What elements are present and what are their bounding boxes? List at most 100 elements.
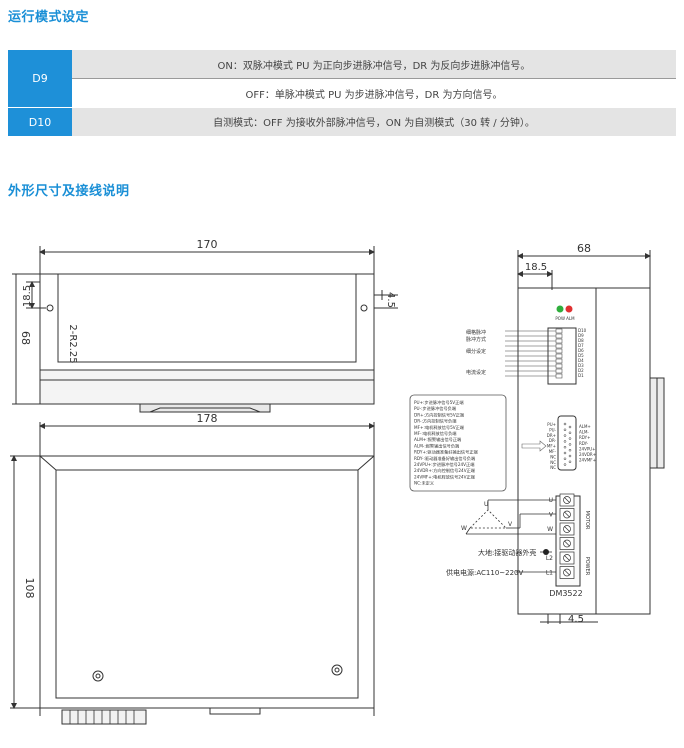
terminal-screw bbox=[563, 496, 571, 504]
table-row: D9 ON：双脉冲模式 PU 为正向步进脉冲信号，DR 为反向步进脉冲信号。 bbox=[8, 50, 676, 108]
dim-height-68-left: 68 bbox=[19, 331, 32, 345]
db15-pin-label: PU- bbox=[549, 427, 556, 432]
dim-height-108: 108 bbox=[23, 578, 36, 599]
dip-switch-table: D9 ON：双脉冲模式 PU 为正向步进脉冲信号，DR 为反向步进脉冲信号。 O… bbox=[8, 50, 676, 136]
terminal-label: V bbox=[549, 512, 554, 519]
dip-switch bbox=[555, 363, 563, 369]
dip-switch-label: D7 bbox=[578, 343, 584, 348]
terminal-screw-slot bbox=[564, 526, 570, 532]
signal-description-box bbox=[409, 394, 507, 492]
db15-pin bbox=[563, 463, 567, 466]
dimension-drawing: 170 18.5 4.5 2-R2.25 68 178 108 bbox=[10, 238, 665, 725]
db15-pin bbox=[568, 454, 572, 458]
terminal-label: W bbox=[547, 526, 553, 533]
dim-4-5-top: 4.5 bbox=[385, 292, 396, 308]
terminal-screw-slot bbox=[564, 511, 570, 518]
dip-switch bbox=[555, 368, 563, 374]
dip-switch bbox=[555, 348, 563, 354]
terminal-label: L2 bbox=[546, 555, 553, 562]
dim-depth-68-right: 68 bbox=[577, 242, 591, 255]
db15-pin bbox=[563, 451, 567, 455]
ground-label: 大地:接驱动器外壳 bbox=[478, 548, 536, 557]
db15-pin-label: DR- bbox=[549, 438, 557, 443]
db15-pin bbox=[568, 460, 572, 464]
db15-pin bbox=[563, 440, 567, 443]
switch-key: D10 bbox=[8, 107, 72, 136]
alm-led bbox=[565, 305, 573, 313]
db15-pin-label: ALM- bbox=[579, 430, 589, 435]
dip-switch-label: D4 bbox=[578, 358, 584, 363]
db15-pin bbox=[563, 457, 567, 461]
db15-pin bbox=[568, 448, 572, 452]
db15-pin-label: NC bbox=[550, 465, 556, 470]
signal-desc-line: 24VMF+:电机释放信号24V正端 bbox=[414, 473, 475, 480]
signal-desc-line: NC:未定义 bbox=[414, 480, 435, 487]
db15-pin bbox=[563, 445, 567, 449]
side-view bbox=[517, 250, 665, 624]
db15-pin bbox=[563, 428, 567, 432]
table-row: D10 自测模式：OFF 为接收外部脉冲信号，ON 为自测模式（30 转 / 分… bbox=[8, 107, 676, 136]
db15-pin-label: MF+ bbox=[547, 444, 556, 449]
terminal-screw-slot bbox=[564, 540, 570, 547]
switch-group-label: 脉冲方式 bbox=[466, 336, 486, 343]
dim-18-5-left: 18.5 bbox=[22, 285, 33, 307]
terminal-screw bbox=[563, 510, 571, 519]
terminal-label: L1 bbox=[546, 570, 553, 577]
signal-desc-line: ALM-:报警输出信号负端 bbox=[414, 442, 459, 449]
dim-width-178: 178 bbox=[197, 412, 218, 425]
dip-switch bbox=[555, 358, 563, 364]
arrow-to-connector bbox=[521, 440, 547, 452]
dip-switch-label: D8 bbox=[578, 338, 584, 343]
db15-pin-label: RDY- bbox=[579, 441, 589, 446]
dip-switch-label: D1 bbox=[578, 373, 584, 378]
signal-desc-line: DR-:方向控制信号负端 bbox=[414, 418, 456, 425]
model-label: DM3522 bbox=[549, 589, 582, 598]
dip-switch bbox=[555, 353, 563, 359]
section-title-dimensions: 外形尺寸及接线说明 bbox=[8, 184, 130, 199]
led-label: POW ALM bbox=[555, 316, 575, 321]
dip-switch bbox=[555, 338, 563, 344]
dim-18-5-right: 18.5 bbox=[525, 262, 547, 273]
pow-led bbox=[556, 305, 564, 313]
dip-switch bbox=[555, 328, 563, 334]
dim-4-5-bottom: 4.5 bbox=[568, 614, 584, 625]
dim-width-170: 170 bbox=[197, 238, 218, 251]
terminal-screw-slot bbox=[564, 555, 570, 561]
motor-phase-w: W bbox=[461, 525, 467, 532]
motor-label: MOTOR bbox=[584, 511, 590, 530]
dip-switch bbox=[555, 333, 563, 339]
signal-desc-line: RDY+:驱动器准备好输出信号正端 bbox=[414, 449, 478, 456]
dip-switch bbox=[555, 373, 563, 379]
db15-pin bbox=[563, 434, 567, 437]
db15-pin-label: NC bbox=[550, 460, 556, 465]
motor-symbol bbox=[465, 499, 556, 573]
terminal-block-edge bbox=[69, 710, 135, 724]
db15-pin-label: RDY+ bbox=[579, 435, 590, 440]
ground-screw bbox=[543, 549, 549, 555]
section-title-run-mode: 运行模式设定 bbox=[8, 10, 90, 25]
db15-pin-label: ALM+ bbox=[579, 424, 591, 429]
signal-desc-line: ALM+:报警输出信号正端 bbox=[414, 436, 461, 443]
db15-pin bbox=[568, 425, 572, 429]
signal-desc-line: PU-:步进脉冲信号负端 bbox=[414, 405, 456, 412]
terminal-label: U bbox=[549, 497, 553, 504]
switch-group-label: 细格脉冲 bbox=[466, 329, 486, 336]
dip-switch-label: D2 bbox=[578, 368, 584, 373]
db15-pin bbox=[568, 431, 572, 435]
signal-desc-line: RDY-:驱动器准备好输出信号负端 bbox=[414, 455, 475, 462]
signal-description-list: PU+:步进脉冲信号5V正端PU-:步进脉冲信号负端DR+:方向控制信号5V正端… bbox=[414, 399, 478, 487]
db15-pin-label: DR+ bbox=[547, 433, 556, 438]
motor-phase-v: V bbox=[508, 521, 513, 528]
dip-switch-label: D3 bbox=[578, 363, 584, 368]
switch-desc: ON：双脉冲模式 PU 为正向步进脉冲信号，DR 为反向步进脉冲信号。 bbox=[72, 50, 676, 79]
signal-desc-line: DR+:方向控制信号5V正端 bbox=[414, 411, 464, 418]
db15-pin-label: 24VDR+ bbox=[579, 452, 596, 457]
db15-connector-labels: PU+PU-DR+DR-MF+MF-NCNCNCALM+ALM-RDY+RDY-… bbox=[547, 422, 596, 470]
switch-group-label: 电流设定 bbox=[466, 369, 486, 376]
power-label: POWER bbox=[584, 557, 590, 576]
dip-switch-label: D6 bbox=[578, 348, 584, 353]
supply-label: 供电电源:AC110~220V bbox=[446, 568, 523, 577]
